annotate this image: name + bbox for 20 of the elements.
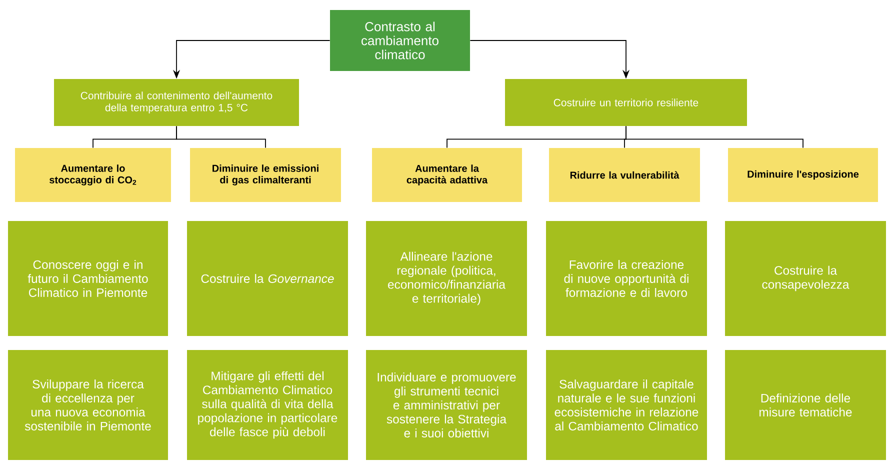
action-box: Sviluppare la ricerca di eccellenza per una nuova economia sostenibile in Piemonte xyxy=(8,350,168,460)
action-box: Conoscere oggi e in futuro il Cambiamento Climatico in Piemonte xyxy=(8,221,168,336)
objective-box: Diminuire le emissioni di gas climalteranti xyxy=(190,148,341,202)
objective-box: Ridurre la vulnerabilità xyxy=(549,148,700,202)
goal-box: Costruire un territorio resiliente xyxy=(505,79,747,126)
action-box: Favorire la creazione di nuove opportunità di formazione e di lavoro xyxy=(546,221,707,336)
process-box: Contrasto al cambiamento climatico xyxy=(330,10,470,71)
connector xyxy=(626,126,804,148)
objective-box: Aumentare lo stoccaggio di CO$_{2}$ xyxy=(15,148,171,202)
action-box: Salvaguardare il capitale naturale e le sue funzioni ecosistemiche in relazione al Cambiamento Climatico xyxy=(546,350,707,460)
objective-box: Aumentare la capacità adattiva xyxy=(372,148,522,202)
objective-box: Diminuire l'esposizione xyxy=(728,148,878,202)
action-box: Allineare l'azione regionale (politica, economico/finanziaria e territoriale) xyxy=(366,221,527,336)
connector xyxy=(176,126,266,148)
action-box: Costruire la Governance xyxy=(187,221,348,336)
action-box: Mitigare gli effetti del Cambiamento Climatico sulla qualità di vita della popolazione in particolare delle fasce più deboli xyxy=(187,350,348,460)
action-box: Costruire la consapevolezza xyxy=(725,221,886,336)
action-box: Individuare e promuovere gli strumenti tecnici e amministrativi per sostenere la Strategia e i suoi obiettivi xyxy=(366,350,527,460)
goal-box: Contribuire al contenimento dell'aumento della temperatura entro 1,5 °C xyxy=(54,79,299,126)
action-box: Definizione delle misure tematiche xyxy=(725,350,886,460)
